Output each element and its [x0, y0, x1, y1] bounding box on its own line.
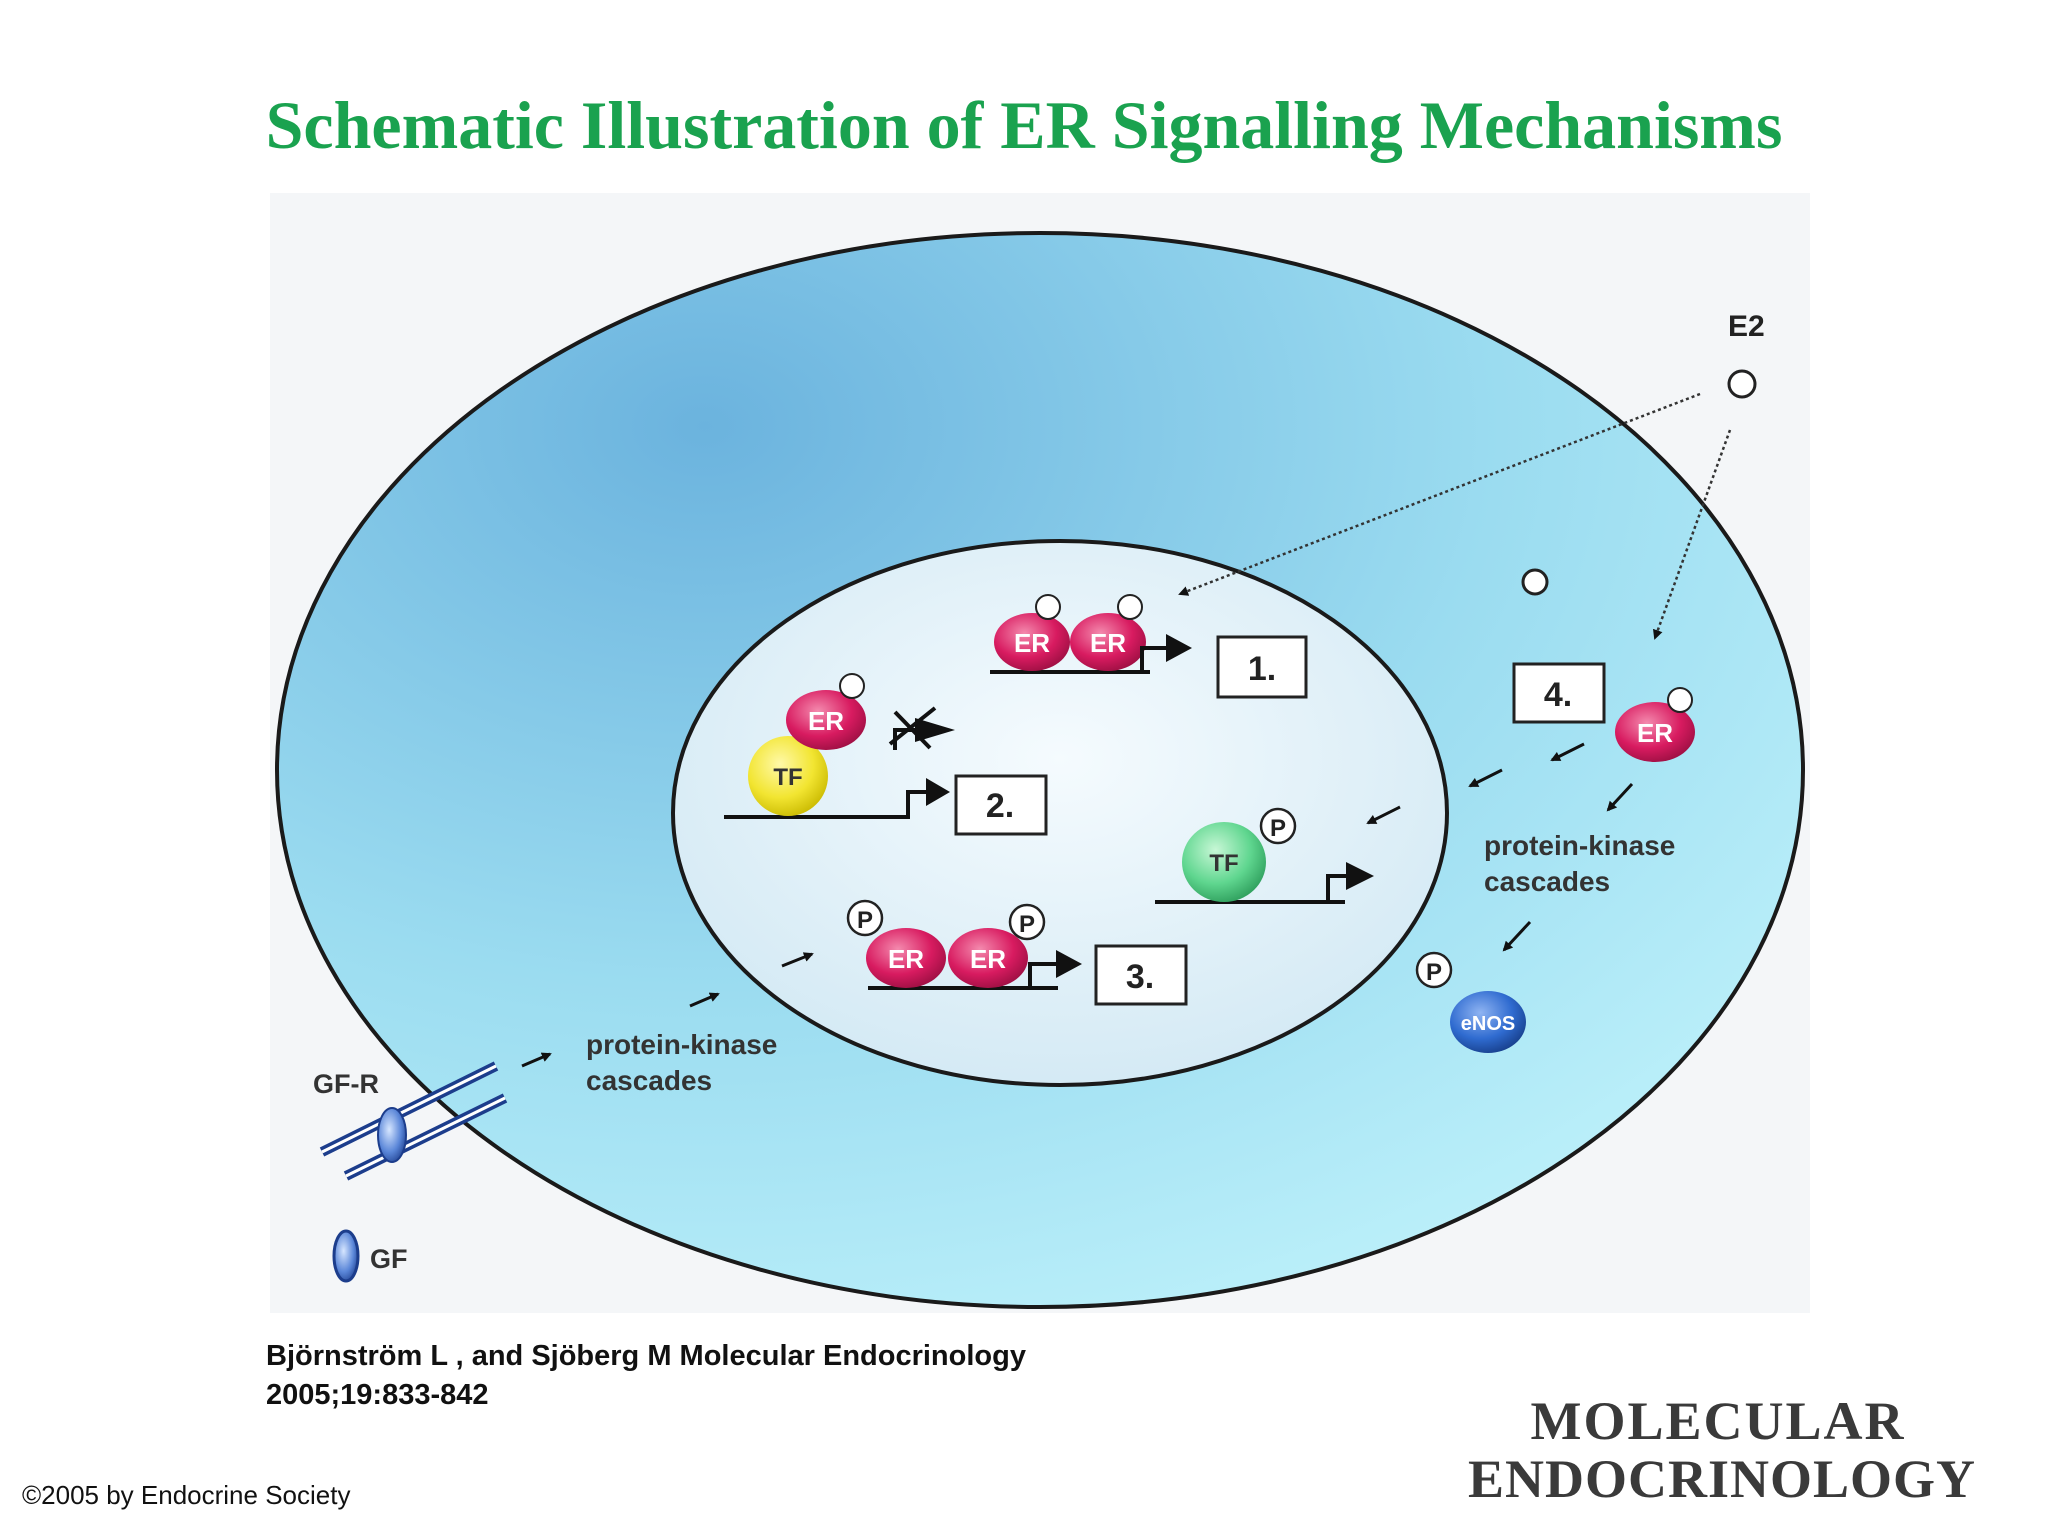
er-label: ER — [1014, 628, 1050, 658]
tf-label: TF — [1209, 850, 1238, 877]
phospho-3b — [1008, 903, 1046, 941]
cascade-label-right: protein-kinase — [1484, 830, 1675, 861]
e2-to-membrane-er-arrow — [1653, 429, 1732, 640]
phospho-label: P — [1270, 815, 1286, 842]
block-cross-2 — [893, 710, 932, 750]
cascade-arrow — [1606, 782, 1634, 812]
logo-line-1: MOLECULAR — [1530, 1391, 1906, 1451]
cascade-label-left: cascades — [586, 1065, 712, 1096]
promoter-arrow-3 — [1028, 962, 1060, 988]
promoter-arrowhead-4 — [1346, 862, 1374, 890]
e2-ligand-outside — [1727, 369, 1757, 399]
er-label: ER — [1090, 628, 1126, 658]
phospho-label: P — [1426, 959, 1442, 986]
cascade-arrow — [781, 952, 814, 968]
block-cross-1 — [888, 706, 937, 746]
tf-green — [1182, 822, 1266, 902]
e2-bound-1b — [1117, 594, 1143, 620]
e2-label: E2 — [1728, 310, 1765, 343]
gf-receptor — [319, 1061, 508, 1181]
cascade-arrow — [1468, 768, 1503, 788]
er-dimer-3b — [948, 928, 1028, 988]
er-label: ER — [970, 944, 1006, 974]
gf-ligand — [332, 1229, 360, 1283]
mechanism-box-4 — [1512, 662, 1606, 724]
er-dimer-1a — [994, 613, 1070, 671]
promoter-arrowhead-1 — [1166, 634, 1192, 662]
mechanism-label-3: 3. — [1126, 958, 1154, 996]
enos — [1450, 991, 1526, 1053]
er-tethered — [786, 690, 866, 750]
phospho-tf — [1259, 807, 1297, 845]
mechanism-label-2: 2. — [986, 787, 1014, 825]
cascade-arrow — [1366, 805, 1401, 825]
cascade-arrow — [1502, 920, 1532, 952]
er-label: ER — [888, 944, 924, 974]
logo-line-2: ENDOCRINOLOGY — [1468, 1449, 1977, 1509]
cascade-arrow — [1550, 742, 1585, 762]
tf-yellow — [748, 736, 828, 816]
mechanism-box-1 — [1216, 635, 1308, 699]
phospho-label: P — [857, 907, 873, 934]
e2-ligand-cytoplasm — [1521, 568, 1549, 596]
tf-label: TF — [773, 764, 802, 791]
er-label: ER — [1637, 718, 1673, 748]
mechanism-label-1: 1. — [1248, 650, 1276, 688]
enos-label: eNOS — [1461, 1013, 1515, 1035]
e2-to-nucleus-arrow — [1178, 392, 1701, 596]
promoter-arrow-4 — [1326, 874, 1350, 902]
gf-label: GF — [370, 1244, 408, 1274]
phospho-3a — [846, 899, 884, 937]
page-title: Schematic Illustration of ER Signalling … — [265, 87, 1783, 163]
e2-bound-4 — [1667, 687, 1693, 713]
mechanism-label-4: 4. — [1544, 676, 1572, 714]
er-dimer-3a — [866, 928, 946, 988]
gf-r-label: GF-R — [313, 1069, 379, 1099]
cascade-label-left: protein-kinase — [586, 1029, 777, 1060]
citation-line-1: Björnström L , and Sjöberg M Molecular E… — [266, 1340, 1026, 1372]
citation: Björnström L , and Sjöberg M Molecular E… — [266, 1337, 1026, 1415]
blocked-arrowhead — [915, 718, 955, 742]
promoter-arrow-1 — [1140, 646, 1170, 672]
cascade-label-right: cascades — [1484, 866, 1610, 897]
phospho-label: P — [1019, 911, 1035, 938]
er-label: ER — [808, 706, 844, 736]
promoter-arrow-2 — [906, 790, 930, 817]
promoter-arrowhead-2 — [926, 778, 950, 806]
phospho-enos — [1415, 951, 1453, 989]
cascade-arrow — [521, 1052, 552, 1068]
promoter-arrowhead-3 — [1056, 950, 1082, 978]
er-membrane — [1615, 702, 1695, 762]
journal-logo: MOLECULAR ENDOCRINOLOGY — [1468, 1391, 1977, 1509]
e2-bound-1a — [1035, 594, 1061, 620]
e2-bound-2 — [839, 673, 865, 699]
cascade-arrow — [689, 992, 720, 1008]
er-dimer-1b — [1070, 613, 1146, 671]
mechanism-box-2 — [954, 774, 1048, 836]
copyright: ©2005 by Endocrine Society — [22, 1480, 351, 1510]
citation-line-2: 2005;19:833-842 — [266, 1379, 489, 1411]
mechanism-box-3 — [1094, 944, 1188, 1006]
